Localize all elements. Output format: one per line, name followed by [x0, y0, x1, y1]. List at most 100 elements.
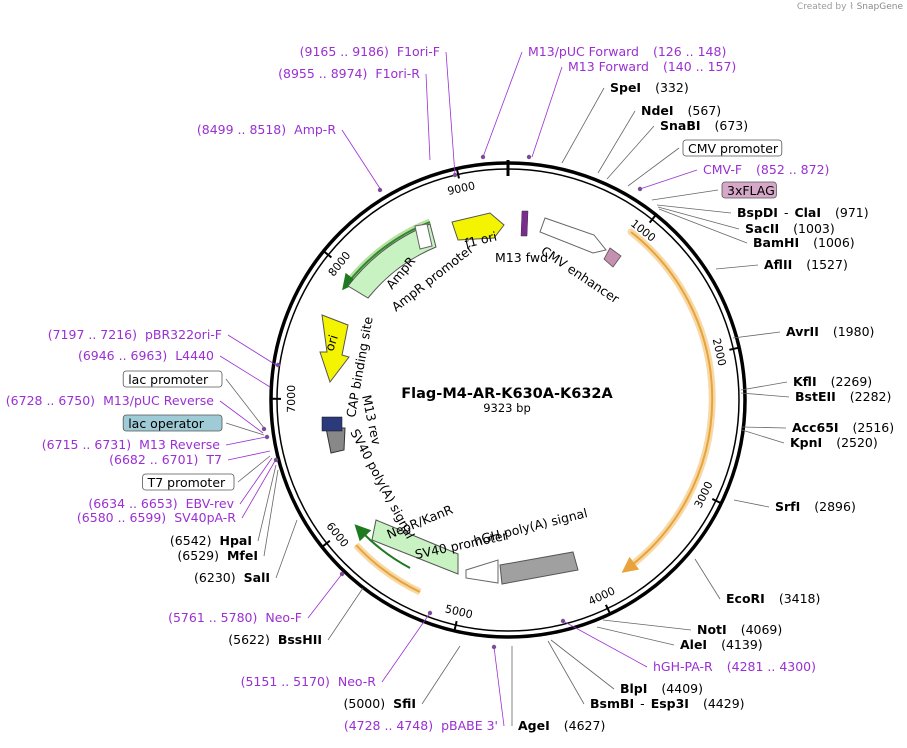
leader-line — [551, 640, 614, 689]
tick-label: 7000 — [285, 385, 298, 413]
label-text: BstEII(2282) — [795, 389, 891, 404]
hgh-polya-feature — [500, 552, 578, 584]
feature-label-m13-puc-reverse: (6728 .. 6750)M13/pUC Reverse — [6, 393, 215, 408]
label-text: (5761 .. 5780)Neo-F — [168, 610, 302, 625]
leader-line — [640, 170, 697, 189]
leader-line — [598, 111, 635, 173]
primer-site-mark — [276, 363, 280, 367]
feature-label-ndei: NdeI(567) — [641, 103, 721, 118]
label-name: lac promoter — [128, 372, 209, 387]
feature-label-l4440: (6946 .. 6963)L4440 — [78, 348, 214, 363]
leader-line — [532, 67, 562, 157]
tick-label: 5000 — [444, 602, 474, 621]
label-text: BamHI(1006) — [753, 235, 855, 250]
feature-label-hpai: (6542)HpaI — [170, 533, 252, 548]
feature-label-sali: (6230)SalI — [194, 570, 270, 585]
label-text: NotI(4069) — [697, 622, 782, 637]
leader-line — [422, 646, 460, 704]
label-text: (6946 .. 6963)L4440 — [78, 348, 214, 363]
label-text: M13 Forward(140 .. 157) — [568, 59, 736, 74]
label-text: (6682 .. 6701)T7 — [109, 452, 222, 467]
leader-line — [226, 437, 266, 445]
leader-line — [228, 451, 270, 460]
label-text: KflI(2269) — [793, 374, 872, 389]
leader-line — [741, 382, 787, 390]
leader-line — [716, 265, 758, 269]
leader-line — [548, 641, 584, 704]
label-text: NdeI(567) — [641, 103, 721, 118]
label-text: (6728 .. 6750)M13/pUC Reverse — [6, 393, 215, 408]
tick-mark — [457, 170, 459, 179]
snapgene-logo-icon: ⌇ — [849, 2, 853, 12]
primer-site-mark — [453, 173, 457, 177]
leader-line — [742, 427, 786, 428]
leader-line — [220, 356, 270, 387]
label-text: hGH-PA-R(4281 .. 4300) — [653, 659, 816, 674]
feature-label-m13-puc-forward: M13/pUC Forward(126 .. 148) — [528, 44, 726, 59]
cmv-promoter-feature — [604, 248, 621, 267]
leader-line — [446, 52, 455, 175]
leader-line — [258, 465, 276, 541]
primer-site-mark — [378, 188, 382, 192]
label-name: T7 promoter — [147, 475, 226, 490]
lac-cluster-feature — [322, 417, 342, 431]
orf-ar-arc — [628, 232, 712, 568]
feature-label-noti: NotI(4069) — [697, 622, 782, 637]
primer-site-mark — [265, 435, 269, 439]
feature-label-mfei: (6529)MfeI — [177, 548, 258, 563]
credit-text: Created by — [797, 2, 847, 12]
feature-label-neo-r: (5151 .. 5170)Neo-R — [241, 674, 377, 689]
label-text: AflII(1527) — [764, 257, 848, 272]
primer-site-mark — [262, 427, 266, 431]
leader-line — [741, 393, 789, 397]
tick-label: 4000 — [586, 584, 617, 608]
feature-label-avrii: AvrII(1980) — [786, 324, 874, 339]
label-text: BsmBI-Esp3I(4429) — [590, 696, 745, 711]
m13-fwd-feature — [521, 211, 528, 236]
leader-line — [562, 88, 604, 163]
leader-line — [483, 52, 522, 157]
feature-label-blpi: BlpI(4409) — [620, 681, 703, 696]
feature-label-3xflag: 3xFLAG — [722, 182, 776, 198]
leader-line — [733, 332, 780, 338]
feature-label-agei: AgeI(4627) — [518, 718, 605, 733]
primer-site-mark — [481, 155, 485, 159]
label-text: (8955 .. 8974)F1ori-R — [278, 66, 420, 81]
credit: Created by ⌇ SnapGene — [797, 2, 903, 12]
sv40-promoter-feature — [466, 560, 498, 583]
label-text: (5151 .. 5170)Neo-R — [241, 674, 377, 689]
feature-label-kpni: KpnI(2520) — [790, 435, 878, 450]
label-text: (7197 .. 7216)pBR322ori-F — [48, 327, 222, 342]
plasmid-name: Flag-M4-AR-K630A-K632A — [401, 386, 613, 402]
label-text: AleI(4139) — [680, 637, 763, 652]
feature-label-bspdi: BspDI-ClaI(971) — [737, 205, 869, 220]
label-text: (6529)MfeI — [177, 548, 258, 563]
label-text: SrfI(2896) — [775, 499, 856, 514]
leader-line — [695, 559, 720, 599]
label-text: (4728 .. 4748)pBABE 3' — [344, 718, 498, 733]
feature-label-ebv-rev: (6634 .. 6653)EBV-rev — [88, 496, 234, 511]
feature-label-neo-f: (5761 .. 5780)Neo-F — [168, 610, 302, 625]
feature-label-kfli: KflI(2269) — [793, 374, 872, 389]
primer-site-mark — [340, 572, 344, 576]
tick-mark — [729, 348, 738, 350]
leader-line — [328, 588, 363, 640]
primer-site-mark — [638, 187, 642, 191]
feature-label-srfi: SrfI(2896) — [775, 499, 856, 514]
label-text: BlpI(4409) — [620, 681, 703, 696]
leader-line — [226, 379, 264, 428]
label-text: CMV-F(852 .. 872) — [703, 162, 829, 177]
feature-label-alei: AleI(4139) — [680, 637, 763, 652]
label-name: lac operator — [128, 416, 205, 431]
leader-line — [228, 335, 276, 365]
feature-label-hgh: hGH poly(A) signal — [472, 505, 589, 548]
feature-label-bsmbi: BsmBI-Esp3I(4429) — [590, 696, 745, 711]
feature-label-f1ori-f: (9165 .. 9186)F1ori-F — [300, 44, 440, 59]
credit-brand: SnapGene — [857, 2, 903, 12]
tick-label: 9000 — [446, 179, 476, 198]
label-text: M13/pUC Forward(126 .. 148) — [528, 44, 726, 59]
feature-label-spei: SpeI(332) — [610, 80, 689, 95]
feature-label-cmv-promoter: CMV promoter — [683, 140, 782, 156]
leader-line — [426, 74, 430, 160]
